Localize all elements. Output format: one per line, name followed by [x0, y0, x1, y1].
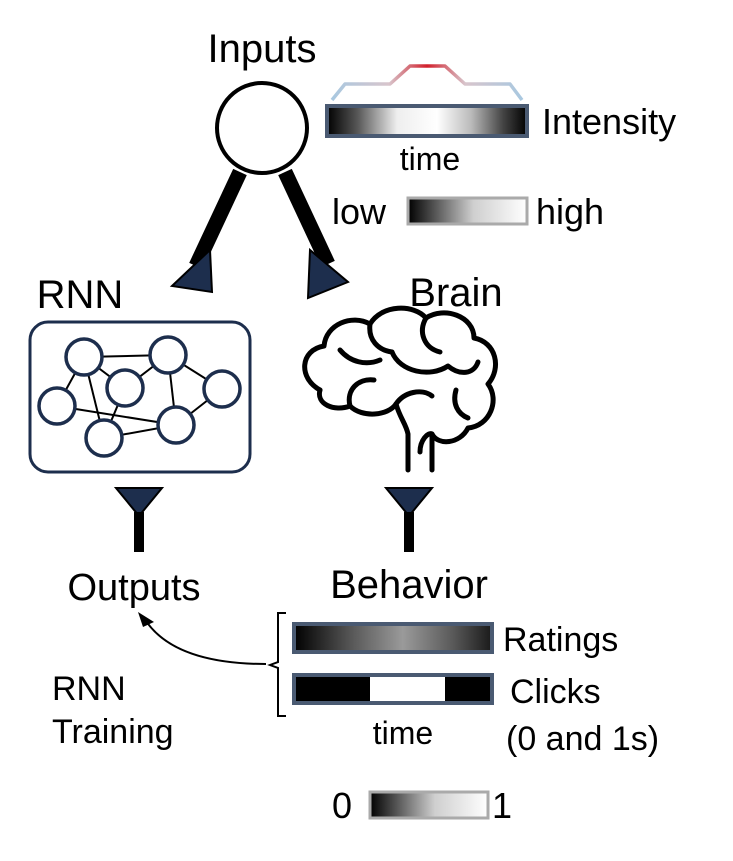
- rnn-edge: [56, 405, 177, 426]
- zero-one-colorbar: [368, 790, 490, 820]
- input-to-brain-arrowhead: [306, 247, 350, 300]
- rnn-nodes: [37, 335, 242, 458]
- rnn-node: [156, 405, 196, 445]
- brain-label: Brain: [409, 271, 502, 315]
- behavior-bracket: [267, 612, 286, 717]
- intensity-label: Intensity: [542, 101, 676, 142]
- brain-to-behavior-arrowhead: [383, 487, 435, 518]
- low-label: low: [332, 191, 387, 232]
- time-label-top: time: [400, 141, 460, 177]
- rnn-to-outputs-arrowhead: [113, 487, 165, 518]
- inputs-node: [215, 81, 309, 175]
- clicks-segment-0: [370, 675, 445, 703]
- behavior-label: Behavior: [330, 563, 488, 607]
- rnn-training-label-line1: RNN: [52, 670, 126, 708]
- rnn-node: [202, 369, 242, 409]
- time-label-bottom: time: [373, 715, 433, 751]
- brain-icon: [302, 305, 498, 473]
- rnn-node: [84, 418, 124, 458]
- clicks-label: Clicks: [510, 673, 601, 711]
- clicks-bar: [292, 673, 494, 705]
- scale-zero-label: 0: [332, 785, 352, 826]
- clicks-bar-border: [292, 673, 494, 705]
- rnn-training-label-line2: Training: [52, 713, 174, 751]
- rnn-training-arrow: [143, 617, 267, 665]
- rnn-label: RNN: [37, 273, 124, 317]
- clicks-segment-1: [294, 675, 370, 703]
- intensity-profile-line: [330, 64, 524, 102]
- input-to-rnn-arrow-shaft: [189, 168, 247, 270]
- rnn-training-arrowhead: [138, 612, 154, 627]
- clicks-segment-1: [445, 675, 492, 703]
- rnn-node: [105, 368, 145, 408]
- rnn-node: [64, 337, 104, 377]
- rnn-node: [148, 335, 188, 375]
- scale-one-label: 1: [492, 785, 512, 826]
- ratings-bar: [292, 622, 494, 654]
- outputs-label: Outputs: [67, 567, 200, 609]
- intensity-bar: [325, 104, 529, 138]
- high-label: high: [536, 191, 604, 232]
- clicks-note-label: (0 and 1s): [506, 720, 659, 758]
- inputs-label: Inputs: [208, 27, 317, 71]
- input-to-brain-arrow-shaft: [278, 168, 335, 268]
- low-high-colorbar: [406, 196, 529, 226]
- input-to-rnn-arrowhead: [169, 247, 214, 294]
- rnn-node: [37, 386, 77, 426]
- ratings-label: Ratings: [503, 621, 618, 659]
